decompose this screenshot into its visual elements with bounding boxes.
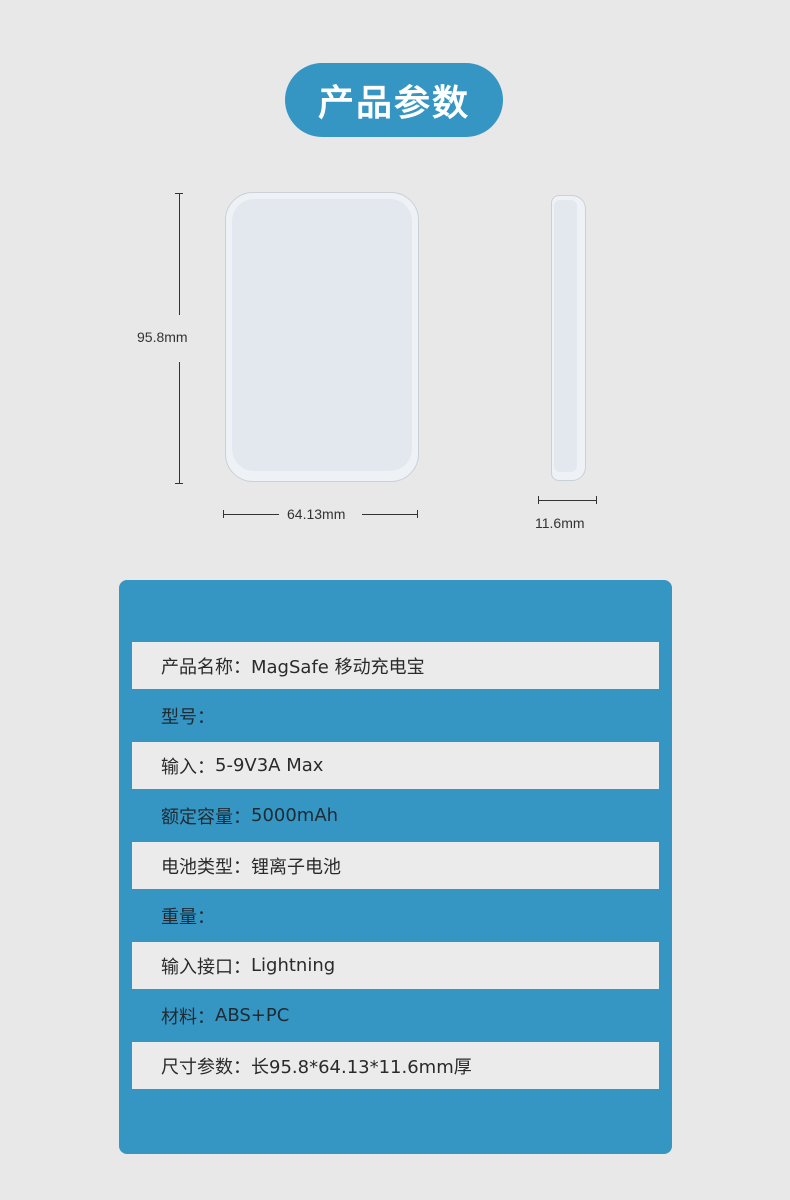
spec-value: 锂离子电池 (251, 856, 341, 878)
spec-row-dimensions: 尺寸参数：长95.8*64.13*11.6mm厚 (132, 1042, 659, 1089)
spec-row-capacity: 额定容量：5000mAh (132, 792, 659, 839)
thickness-dim-line (538, 500, 597, 501)
spec-row-material: 材料：ABS+PC (132, 992, 659, 1039)
section-title: 产品参数 (285, 63, 503, 137)
spec-row-battery-type: 电池类型：锂离子电池 (132, 842, 659, 889)
spec-row-weight: 重量： (132, 892, 659, 939)
spec-row-input: 输入：5-9V3A Max (132, 742, 659, 789)
spec-value: Lightning (251, 955, 336, 976)
spec-row-model: 型号： (132, 692, 659, 739)
spec-label: 电池类型： (161, 856, 251, 878)
spec-card: 产品名称：MagSafe 移动充电宝 型号： 输入：5-9V3A Max 额定容… (119, 580, 672, 1154)
spec-value: 5-9V3A Max (215, 755, 324, 776)
width-dim-line-right (362, 514, 418, 515)
spec-row-input-port: 输入接口：Lightning (132, 942, 659, 989)
spec-value: 5000mAh (251, 805, 339, 826)
height-dim-tick-bottom (175, 483, 183, 484)
product-front-view (225, 192, 419, 482)
spec-row-product-name: 产品名称：MagSafe 移动充电宝 (132, 642, 659, 689)
spec-label: 额定容量： (161, 806, 251, 828)
spec-label: 尺寸参数： (161, 1056, 251, 1078)
thickness-dim-label: 11.6mm (535, 515, 585, 531)
product-side-surface (554, 200, 577, 472)
height-dim-label: 95.8mm (137, 329, 188, 345)
spec-label: 型号： (161, 706, 215, 728)
product-front-surface (232, 199, 412, 471)
thickness-dim-tick-right (596, 496, 597, 504)
spec-value: MagSafe 移动充电宝 (251, 656, 425, 678)
spec-value: ABS+PC (215, 1005, 290, 1026)
spec-label: 材料： (161, 1006, 215, 1028)
height-dim-line-top (179, 193, 180, 315)
spec-label: 输入接口： (161, 956, 251, 978)
width-dim-tick-right (417, 510, 418, 518)
width-dim-label: 64.13mm (287, 506, 346, 522)
width-dim-line-left (223, 514, 279, 515)
spec-value: 长95.8*64.13*11.6mm厚 (251, 1056, 472, 1078)
spec-label: 重量： (161, 906, 215, 928)
spec-label: 输入： (161, 756, 215, 778)
product-side-view (551, 195, 586, 481)
height-dim-line-bottom (179, 362, 180, 483)
spec-label: 产品名称： (161, 656, 251, 678)
